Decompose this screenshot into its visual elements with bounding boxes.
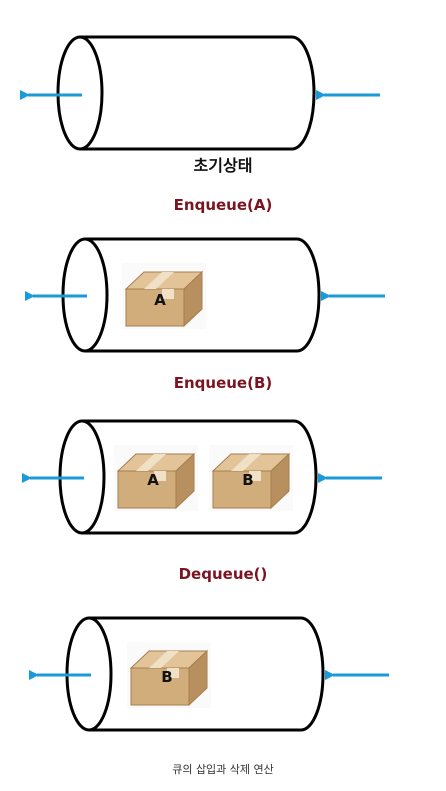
box-b-icon [209, 445, 293, 511]
enqueue-b-label: Enqueue(B) [173, 374, 273, 392]
queue-cylinder-initial [56, 35, 316, 151]
box-label: A [154, 291, 166, 309]
box-a-icon [122, 263, 206, 329]
enqueue-a-label: Enqueue(A) [173, 196, 273, 214]
box-label: B [161, 668, 172, 686]
box-a-icon [114, 445, 198, 511]
initial-state-label: 초기상태 [193, 156, 253, 175]
box-label: B [242, 471, 253, 489]
box-label: A [147, 471, 159, 489]
dequeue-label: Dequeue() [178, 565, 268, 583]
figure-caption: 큐의 삽입과 삭제 연산 [172, 763, 274, 776]
box-b-icon [127, 642, 211, 708]
